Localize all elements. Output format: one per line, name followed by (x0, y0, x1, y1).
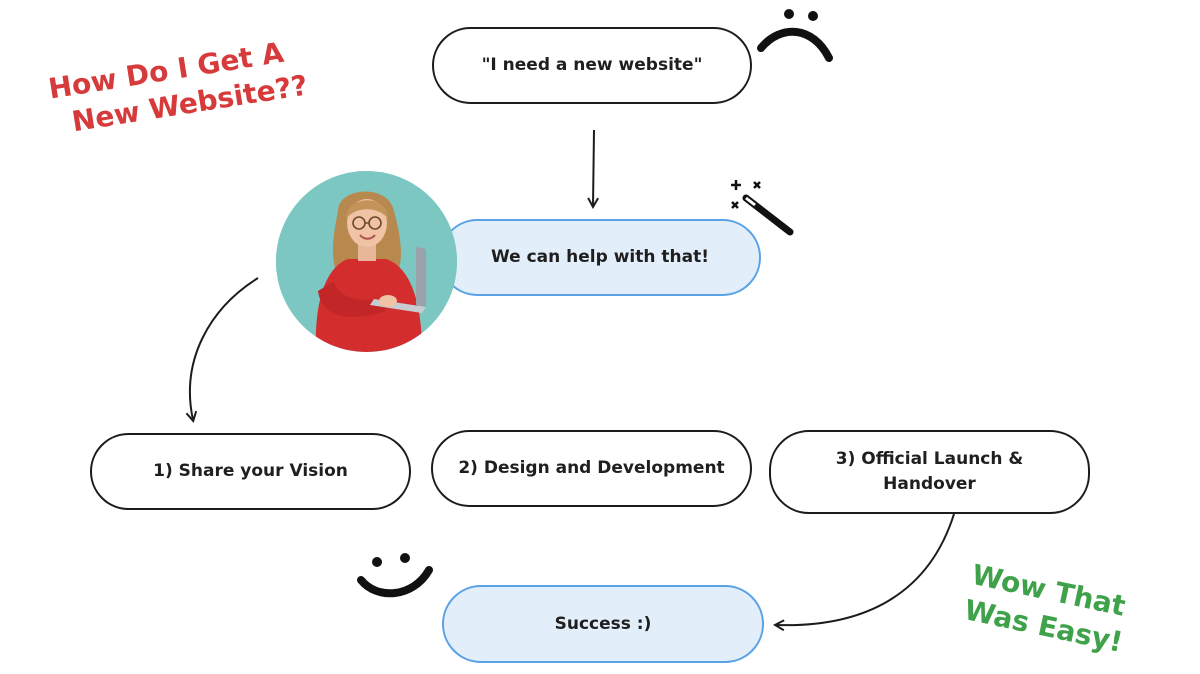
step-share-vision: 1) Share your Vision (90, 433, 411, 510)
step-success: Success :) (442, 585, 764, 663)
woman-with-laptop-avatar (276, 171, 457, 352)
step-we-can-help: We can help with that! (439, 219, 761, 296)
happy-face-icon (357, 553, 433, 598)
sad-face-icon (757, 9, 833, 62)
arrow-help-to-vision (190, 277, 259, 420)
step-official-launch: 3) Official Launch & Handover (769, 430, 1090, 514)
arrow-launch-to-success (776, 513, 955, 625)
step-official-launch-line-2: Handover (883, 474, 976, 494)
step-design-development: 2) Design and Development (431, 430, 752, 507)
step-success-label: Success :) (554, 613, 652, 634)
step-share-vision-label: 1) Share your Vision (153, 461, 348, 482)
step-we-can-help-label: We can help with that! (491, 247, 709, 268)
step-official-launch-line-1: 3) Official Launch & (835, 449, 1024, 470)
step-design-development-label: 2) Design and Development (458, 458, 725, 479)
step-need-website: "I need a new website" (432, 27, 752, 104)
step-need-website-label: "I need a new website" (481, 55, 703, 76)
magic-wand-icon (731, 180, 794, 236)
arrow-need-to-help (593, 129, 594, 206)
